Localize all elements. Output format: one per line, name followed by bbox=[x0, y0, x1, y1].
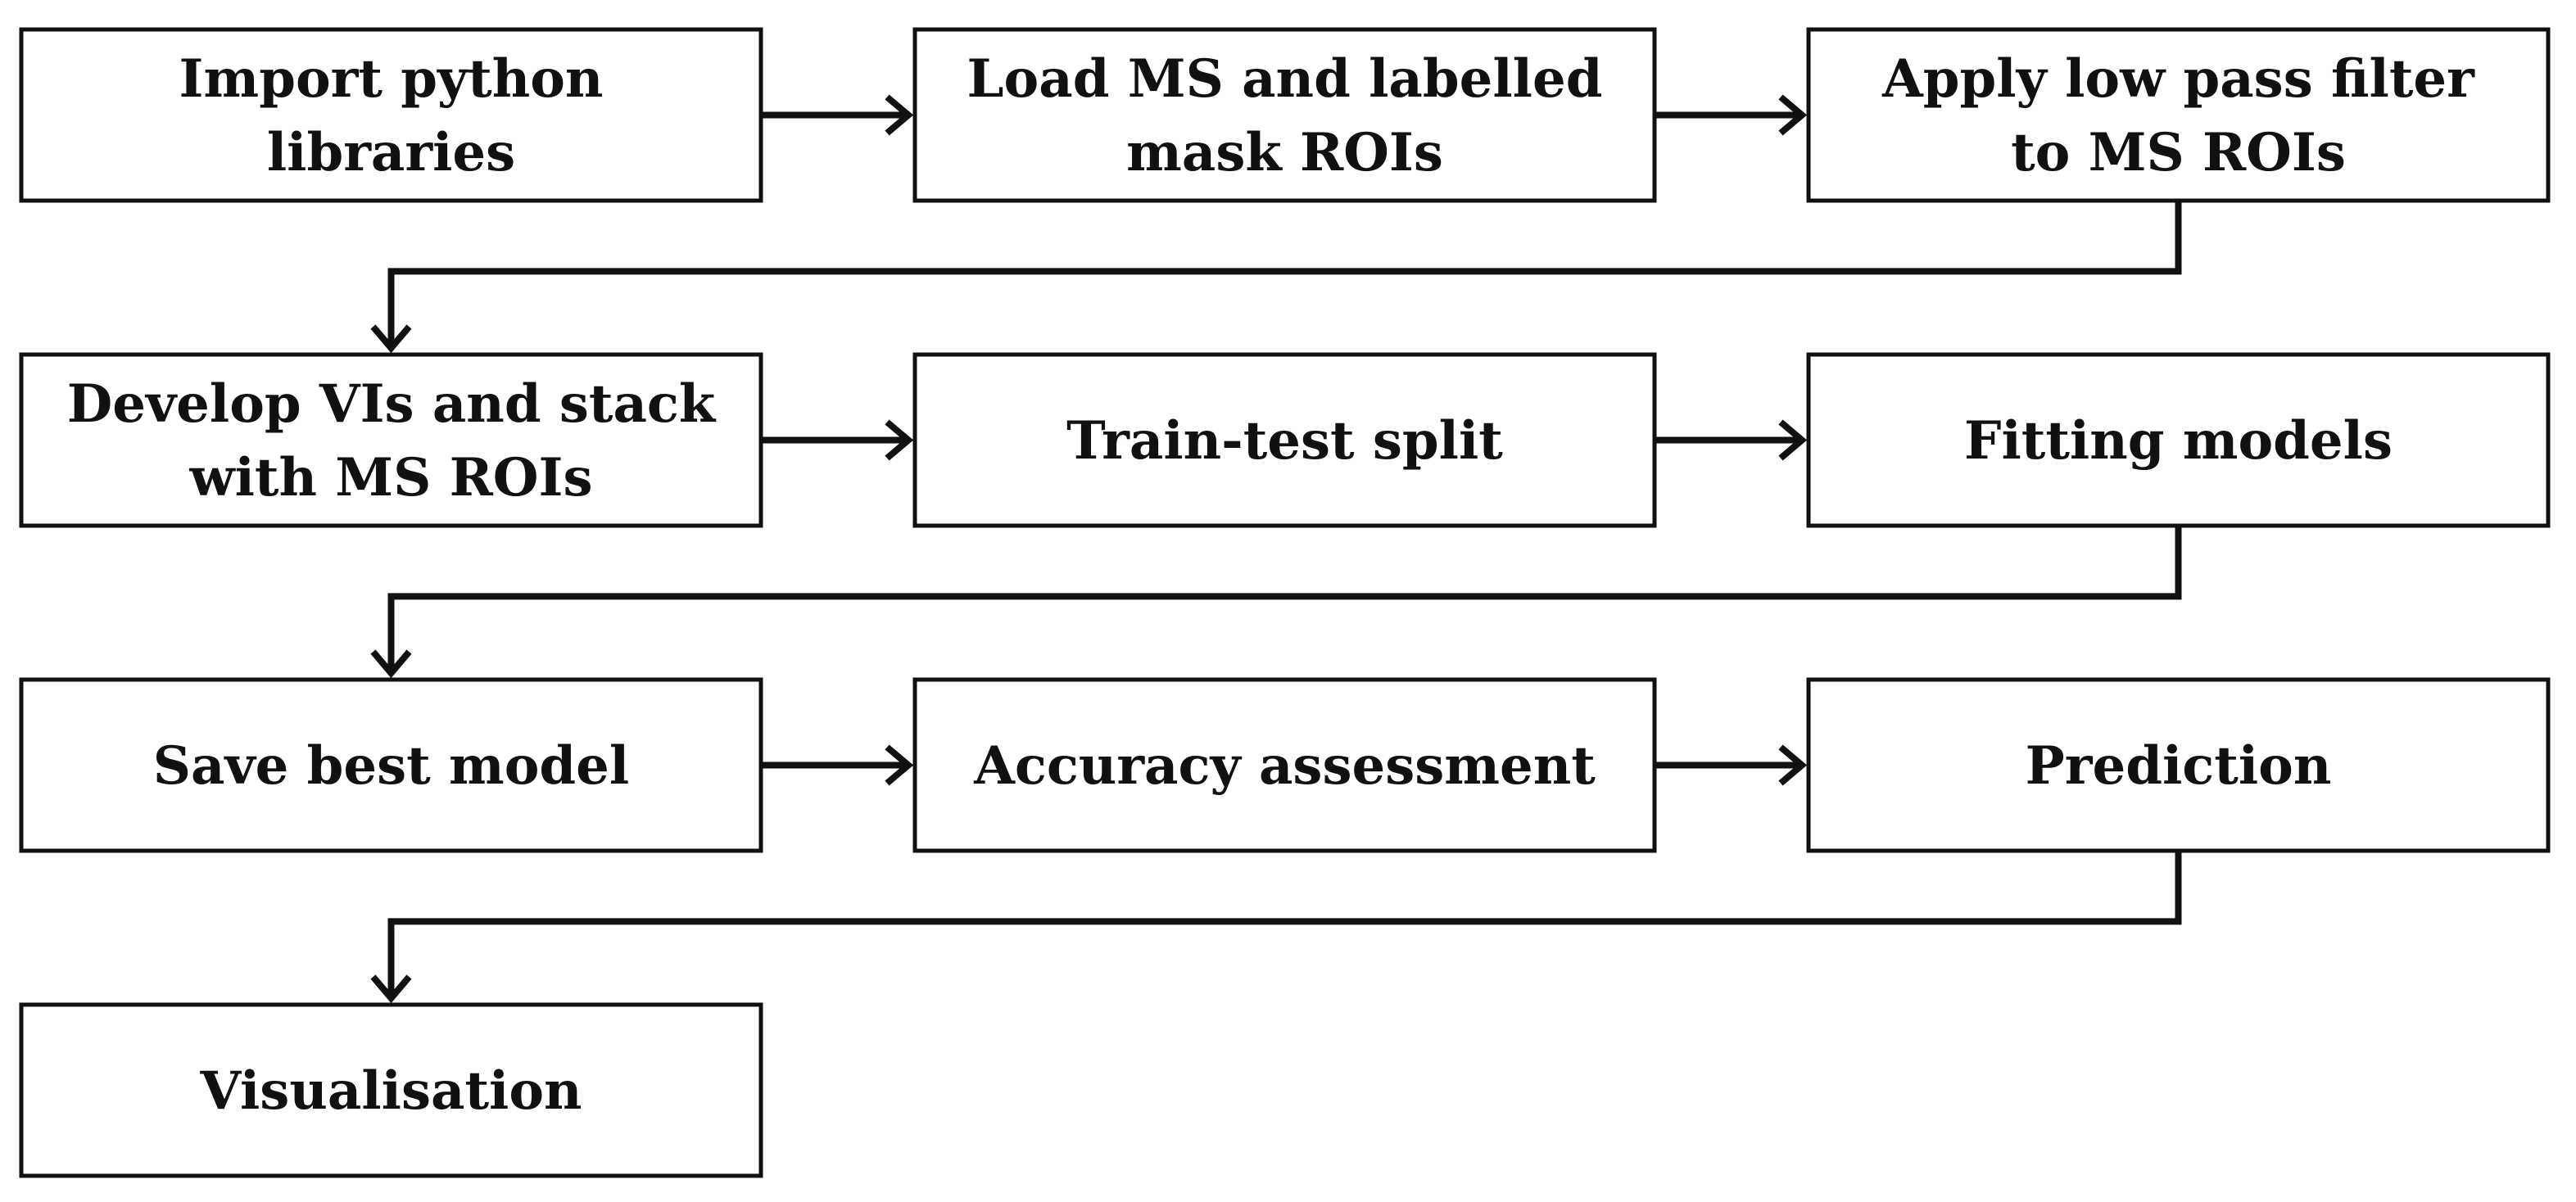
arrow-save-best-model-to-accuracy-assessment bbox=[761, 744, 914, 786]
step-box bbox=[912, 27, 1657, 203]
arrow-import-python-libraries-to-load-ms-and-mask-rois bbox=[761, 94, 914, 136]
arrowhead-icon bbox=[370, 974, 412, 1004]
step-prediction: Prediction bbox=[1806, 677, 2551, 853]
connector-line bbox=[387, 201, 2182, 346]
step-label: libraries bbox=[267, 122, 515, 183]
step-box bbox=[19, 352, 763, 528]
arrow-train-test-split-to-fitting-models bbox=[1655, 419, 1808, 461]
step-accuracy-assessment: Accuracy assessment bbox=[912, 677, 1657, 853]
step-label: Train-test split bbox=[1066, 410, 1503, 472]
step-box bbox=[1806, 27, 2551, 203]
connector-line bbox=[387, 526, 2182, 671]
step-box bbox=[1806, 677, 2551, 853]
arrowhead-icon bbox=[885, 744, 914, 786]
arrowhead-icon bbox=[1778, 419, 1808, 461]
arrowhead-icon bbox=[885, 419, 914, 461]
arrowhead-icon bbox=[1778, 94, 1808, 136]
step-save-best-model: Save best model bbox=[19, 677, 763, 853]
arrow-develop-vis-and-stack-to-train-test-split bbox=[761, 419, 914, 461]
steps-layer: Import python libraries Load MS and labell… bbox=[19, 27, 2551, 1178]
step-box bbox=[912, 677, 1657, 853]
step-label: Load MS and labelled bbox=[967, 48, 1603, 110]
step-label: Visualisation bbox=[199, 1060, 582, 1122]
arrow-apply-low-pass-filter-to-develop-vis-and-stack bbox=[370, 201, 2182, 354]
step-label: Import python bbox=[179, 48, 604, 110]
arrow-load-ms-and-mask-rois-to-apply-low-pass-filter bbox=[1655, 94, 1808, 136]
step-train-test-split: Train-test split bbox=[912, 352, 1657, 528]
connector-line bbox=[387, 851, 2182, 996]
step-box bbox=[19, 27, 763, 203]
step-box bbox=[1806, 352, 2551, 528]
arrowhead-icon bbox=[1778, 744, 1808, 786]
step-fitting-models: Fitting models bbox=[1806, 352, 2551, 528]
arrowhead-icon bbox=[370, 324, 412, 354]
step-load-ms-and-mask-rois: Load MS and labelled mask ROIs bbox=[912, 27, 1657, 203]
step-label: to MS ROIs bbox=[2011, 122, 2346, 183]
step-label: with MS ROIs bbox=[188, 447, 592, 508]
arrow-fitting-models-to-save-best-model bbox=[370, 526, 2182, 679]
step-apply-low-pass-filter: Apply low pass filter to MS ROIs bbox=[1806, 27, 2551, 203]
step-box bbox=[19, 677, 763, 853]
step-box bbox=[19, 1002, 763, 1178]
connectors-layer bbox=[370, 94, 2182, 1004]
step-label: Apply low pass filter bbox=[1881, 48, 2475, 110]
arrow-accuracy-assessment-to-prediction bbox=[1655, 744, 1808, 786]
step-import-python-libraries: Import python libraries bbox=[19, 27, 763, 203]
arrowhead-icon bbox=[370, 649, 412, 679]
step-visualisation: Visualisation bbox=[19, 1002, 763, 1178]
step-label: mask ROIs bbox=[1126, 122, 1443, 183]
step-develop-vis-and-stack: Develop VIs and stack with MS ROIs bbox=[19, 352, 763, 528]
arrowhead-icon bbox=[885, 94, 914, 136]
step-label: Save best model bbox=[153, 735, 629, 797]
step-label: Develop VIs and stack bbox=[67, 373, 717, 435]
step-label: Fitting models bbox=[1964, 410, 2393, 472]
step-label: Accuracy assessment bbox=[973, 735, 1596, 797]
step-box bbox=[912, 352, 1657, 528]
step-label: Prediction bbox=[2026, 735, 2332, 797]
arrow-prediction-to-visualisation bbox=[370, 851, 2182, 1004]
